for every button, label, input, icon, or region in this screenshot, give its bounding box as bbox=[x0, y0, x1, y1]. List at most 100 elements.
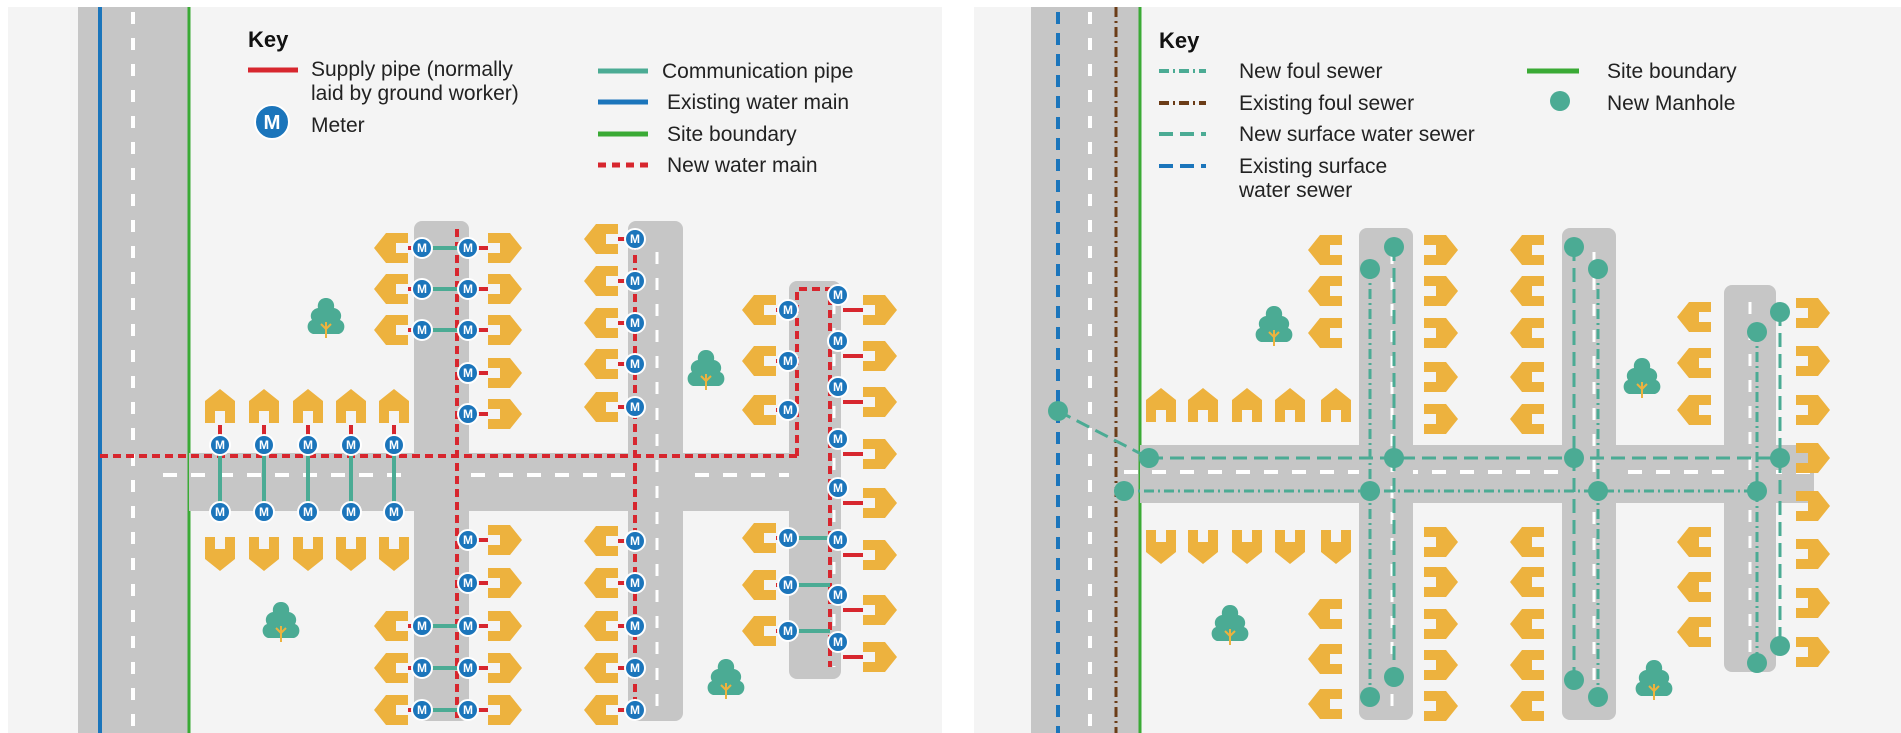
house-icon bbox=[584, 349, 618, 379]
house-icon bbox=[293, 537, 323, 571]
tree-icon bbox=[1635, 660, 1673, 696]
meter-icon bbox=[383, 501, 405, 523]
meter-label: M bbox=[259, 505, 269, 519]
meter-label: M bbox=[215, 505, 225, 519]
meter-icon bbox=[297, 501, 319, 523]
meter-label: M bbox=[630, 576, 640, 590]
meter-icon bbox=[777, 299, 799, 321]
house-icon bbox=[584, 266, 618, 296]
meter-icon bbox=[827, 584, 849, 606]
house-icon bbox=[1424, 691, 1458, 721]
house-icon bbox=[488, 653, 522, 683]
legend-site-boundary-label: Site boundary bbox=[667, 123, 797, 146]
house-icon bbox=[1510, 650, 1544, 680]
house-icon bbox=[863, 387, 897, 417]
meter-icon bbox=[777, 350, 799, 372]
new-surface-water-sewer bbox=[1057, 409, 1150, 460]
house-icon bbox=[1188, 388, 1218, 422]
meter-icon bbox=[827, 330, 849, 352]
house-icon bbox=[1796, 637, 1830, 667]
house-icon bbox=[863, 595, 897, 625]
house-icon bbox=[374, 274, 408, 304]
meter-icon bbox=[340, 501, 362, 523]
meter-label: M bbox=[417, 282, 427, 296]
house-icon bbox=[1424, 235, 1458, 265]
tree-trunk bbox=[1224, 629, 1236, 645]
meter-label: M bbox=[303, 438, 313, 452]
house-icon bbox=[1321, 388, 1351, 422]
meter-label: M bbox=[783, 354, 793, 368]
meter-icon bbox=[411, 237, 433, 259]
house-icon bbox=[374, 233, 408, 263]
house-icon bbox=[1424, 527, 1458, 557]
meter-label: M bbox=[630, 357, 640, 371]
meter-label: M bbox=[833, 334, 843, 348]
house-icon bbox=[249, 537, 279, 571]
tree-icon bbox=[1255, 306, 1293, 342]
meter-icon bbox=[297, 434, 319, 456]
house-icon bbox=[488, 274, 522, 304]
tree-icon bbox=[687, 350, 725, 386]
meter-label: M bbox=[630, 232, 640, 246]
house-icon bbox=[1510, 362, 1544, 392]
manhole-icon bbox=[1384, 237, 1404, 257]
house-icon bbox=[1510, 276, 1544, 306]
house-icon bbox=[1308, 644, 1342, 674]
meter-icon bbox=[624, 353, 646, 375]
tree-trunk bbox=[720, 683, 732, 699]
tree-icon bbox=[707, 659, 745, 695]
house-icon bbox=[863, 642, 897, 672]
manhole-icon bbox=[1550, 91, 1570, 111]
manhole-icon bbox=[1139, 448, 1159, 468]
legend-supply-pipe-label: Supply pipe (normally laid by ground wor… bbox=[311, 58, 519, 105]
cul-de-sac-road bbox=[1724, 285, 1776, 672]
meter-icon bbox=[624, 270, 646, 292]
meter-icon bbox=[624, 572, 646, 594]
house-icon bbox=[1510, 567, 1544, 597]
house-icon bbox=[1232, 530, 1262, 564]
legend-existing-water-main-label: Existing water main bbox=[667, 91, 850, 114]
meter-icon bbox=[457, 278, 479, 300]
meter-icon bbox=[411, 278, 433, 300]
house-icon bbox=[1677, 572, 1711, 602]
house-icon bbox=[1146, 388, 1176, 422]
house-icon bbox=[293, 389, 323, 423]
meter-icon bbox=[383, 434, 405, 456]
house-icon bbox=[1796, 443, 1830, 473]
house-icon bbox=[1308, 599, 1342, 629]
house-icon bbox=[1510, 691, 1544, 721]
manhole-icon bbox=[1564, 448, 1584, 468]
manhole-icon bbox=[1360, 481, 1380, 501]
meter-icon bbox=[209, 434, 231, 456]
house-icon bbox=[488, 399, 522, 429]
house-icon bbox=[205, 537, 235, 571]
house-icon bbox=[488, 568, 522, 598]
house-icon bbox=[584, 308, 618, 338]
house-icon bbox=[379, 537, 409, 571]
meter-icon bbox=[827, 376, 849, 398]
tree-trunk bbox=[275, 626, 287, 642]
manhole-icon bbox=[1588, 481, 1608, 501]
house-icon bbox=[488, 695, 522, 725]
house-icon bbox=[584, 526, 618, 556]
meter-label: M bbox=[417, 619, 427, 633]
meter-label: M bbox=[630, 661, 640, 675]
meter-label: M bbox=[264, 112, 281, 134]
tree-trunk bbox=[700, 374, 712, 390]
tree-trunk bbox=[1268, 330, 1280, 346]
house-icon bbox=[336, 389, 366, 423]
house-icon bbox=[1796, 539, 1830, 569]
meter-label: M bbox=[417, 323, 427, 337]
meter-label: M bbox=[630, 400, 640, 414]
house-icon bbox=[336, 537, 366, 571]
meter-label: M bbox=[463, 282, 473, 296]
house-icon bbox=[584, 653, 618, 683]
meter-icon bbox=[827, 284, 849, 306]
house-icon bbox=[1146, 530, 1176, 564]
meter-label: M bbox=[833, 288, 843, 302]
meter-label: M bbox=[463, 533, 473, 547]
meter-label: M bbox=[463, 703, 473, 717]
tree-icon bbox=[1211, 605, 1249, 641]
meter-label: M bbox=[389, 505, 399, 519]
meter-icon bbox=[253, 434, 275, 456]
